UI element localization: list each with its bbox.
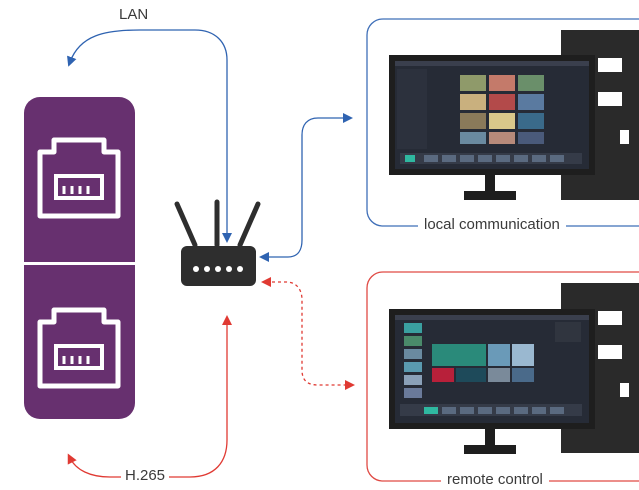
remote-control-label: remote control: [441, 471, 549, 488]
router-icon: [174, 199, 261, 286]
monitor-icon: [389, 55, 595, 200]
h265-label: H.265: [121, 467, 170, 484]
lan-label: LAN: [119, 6, 149, 23]
lan-arrow: [67, 29, 232, 243]
local-communication-label: local communication: [418, 216, 566, 233]
monitor-icon: [389, 309, 595, 454]
remote-link-arrow: [261, 277, 355, 390]
h265-arrow: [67, 315, 232, 478]
local-link-arrow: [259, 113, 353, 262]
local-frame: [366, 18, 639, 227]
remote-frame: [366, 271, 639, 482]
